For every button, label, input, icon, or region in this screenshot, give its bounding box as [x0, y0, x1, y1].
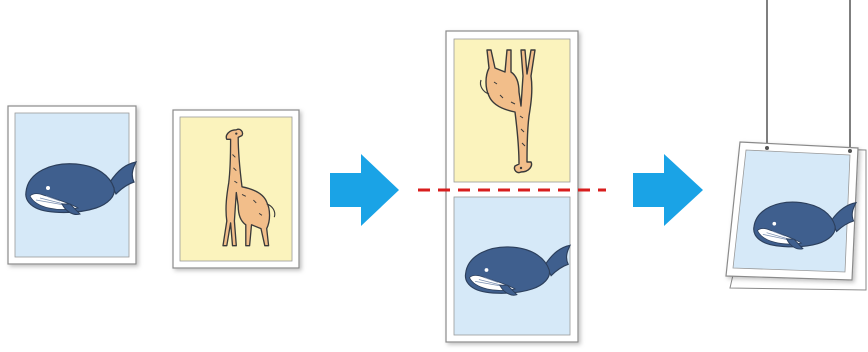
right-arrow-icon — [330, 154, 399, 226]
right-arrow-icon — [633, 154, 703, 226]
